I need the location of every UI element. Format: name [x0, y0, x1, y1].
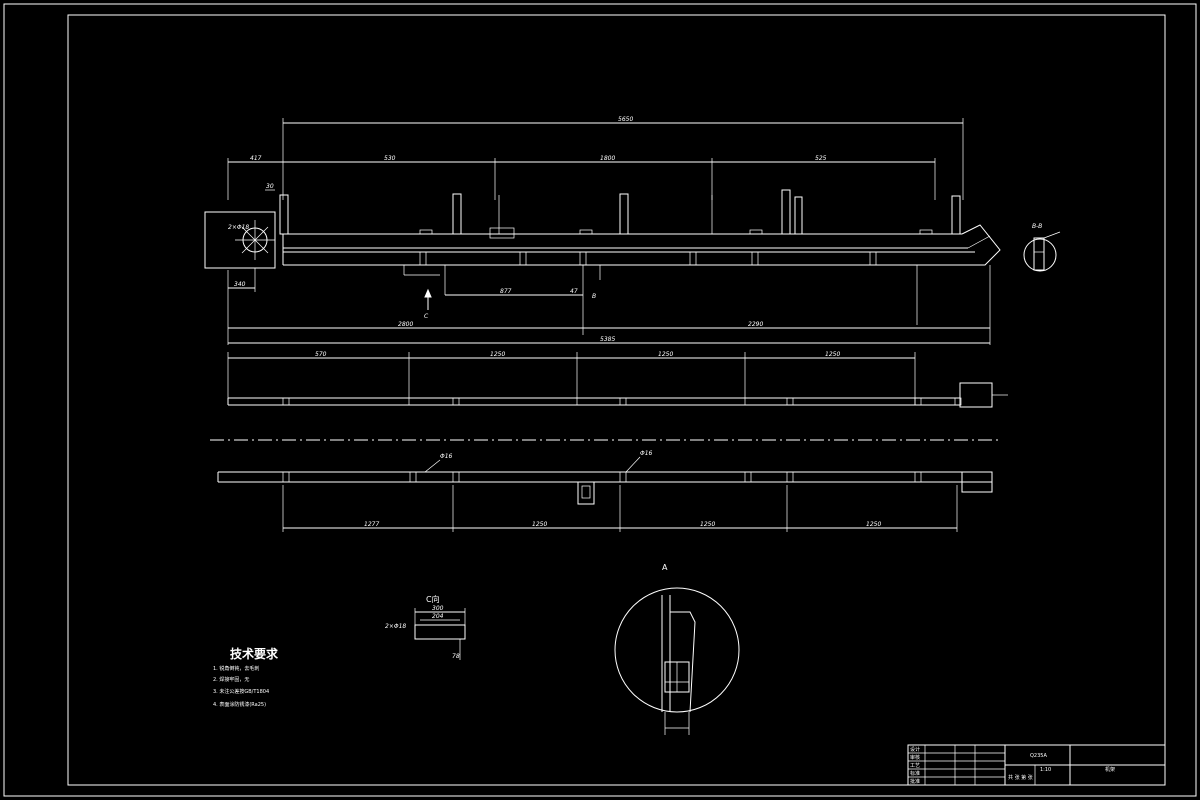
- dim-v3-4: 1250: [866, 521, 881, 528]
- dim-v3-2: 1250: [532, 521, 547, 528]
- hole-callout-2: Φ16: [640, 450, 653, 457]
- dim-bottom-mid: 877: [500, 288, 512, 295]
- tb-material: Q235A: [1030, 753, 1047, 759]
- c-view-detail: C向 300 204 2×Φ18 78: [385, 594, 466, 660]
- side-view: Φ16 Φ16 1277 1250 1250 1250: [217, 450, 993, 532]
- tech-req-item-2: 2. 焊接牢固，无: [213, 676, 249, 683]
- technical-requirements: 技术要求 1. 锐角倒钝，去毛刺 2. 焊接牢固，无 3. 未注公差按GB/T1…: [213, 646, 279, 708]
- title-block: 设计 审核 工艺 标准 批准 Q235A 1:10 共 张 第 张 机架: [907, 744, 1166, 786]
- main-elevation-view: 5650 417 530 1800 525: [204, 116, 1061, 345]
- section-bb-label: B-B: [1032, 223, 1042, 230]
- arrow-c-label: C: [424, 313, 429, 320]
- tech-req-item-4: 4. 表面涂防锈漆(Ra25): [213, 701, 266, 708]
- dim-seg-left: 530: [384, 155, 396, 162]
- tb-scale: 1:10: [1040, 767, 1051, 773]
- section-a-detail: A: [614, 563, 740, 735]
- dim-seg-mid: 1800: [600, 155, 615, 162]
- c-view-width-1: 300: [432, 605, 444, 612]
- c-view-width-2: 204: [432, 613, 444, 620]
- plan-view: 570 1250 1250 1250: [227, 351, 1008, 408]
- dim-bottom-total: 5385: [600, 336, 615, 343]
- dim-top-overall: 5650: [618, 116, 633, 123]
- dim-small-340: 340: [234, 281, 246, 288]
- weld-callout: 2×Φ18: [228, 224, 249, 231]
- tb-label-1: 审核: [910, 754, 920, 761]
- section-a-title: A: [662, 563, 668, 572]
- dim-v3-3: 1250: [700, 521, 715, 528]
- dim-v2-1: 570: [315, 351, 327, 358]
- dim-small-47: 47: [570, 288, 578, 295]
- c-view-height: 78: [452, 653, 460, 660]
- dim-v2-2: 1250: [490, 351, 505, 358]
- view-c-title: C向: [426, 594, 440, 604]
- tb-label-3: 标准: [910, 770, 920, 777]
- dim-v2-4: 1250: [825, 351, 840, 358]
- dim-bottom-left: 2800: [398, 321, 413, 328]
- tech-req-title: 技术要求: [230, 646, 279, 661]
- tb-label-0: 设计: [910, 746, 920, 753]
- dim-v2-3: 1250: [658, 351, 673, 358]
- arrow-b-label: B: [592, 293, 596, 300]
- tb-part-name: 机架: [1105, 766, 1115, 773]
- hole-callout-1: Φ16: [440, 453, 453, 460]
- tb-sheet: 共 张 第 张: [1008, 774, 1033, 781]
- inner-frame: [67, 14, 1166, 786]
- dim-v3-1: 1277: [364, 521, 379, 528]
- c-view-hole: 2×Φ18: [385, 623, 406, 630]
- tb-label-4: 批准: [910, 778, 920, 785]
- dim-seg-right: 525: [815, 155, 827, 162]
- dim-left-offset: 417: [250, 155, 262, 162]
- tb-label-2: 工艺: [910, 763, 920, 769]
- dim-bottom-right: 2290: [748, 321, 763, 328]
- tech-req-item-3: 3. 未注公差按GB/T1804: [213, 688, 269, 695]
- outer-border: [3, 3, 1197, 797]
- dim-small-30: 30: [266, 183, 274, 190]
- tech-req-item-1: 1. 锐角倒钝，去毛刺: [213, 665, 259, 672]
